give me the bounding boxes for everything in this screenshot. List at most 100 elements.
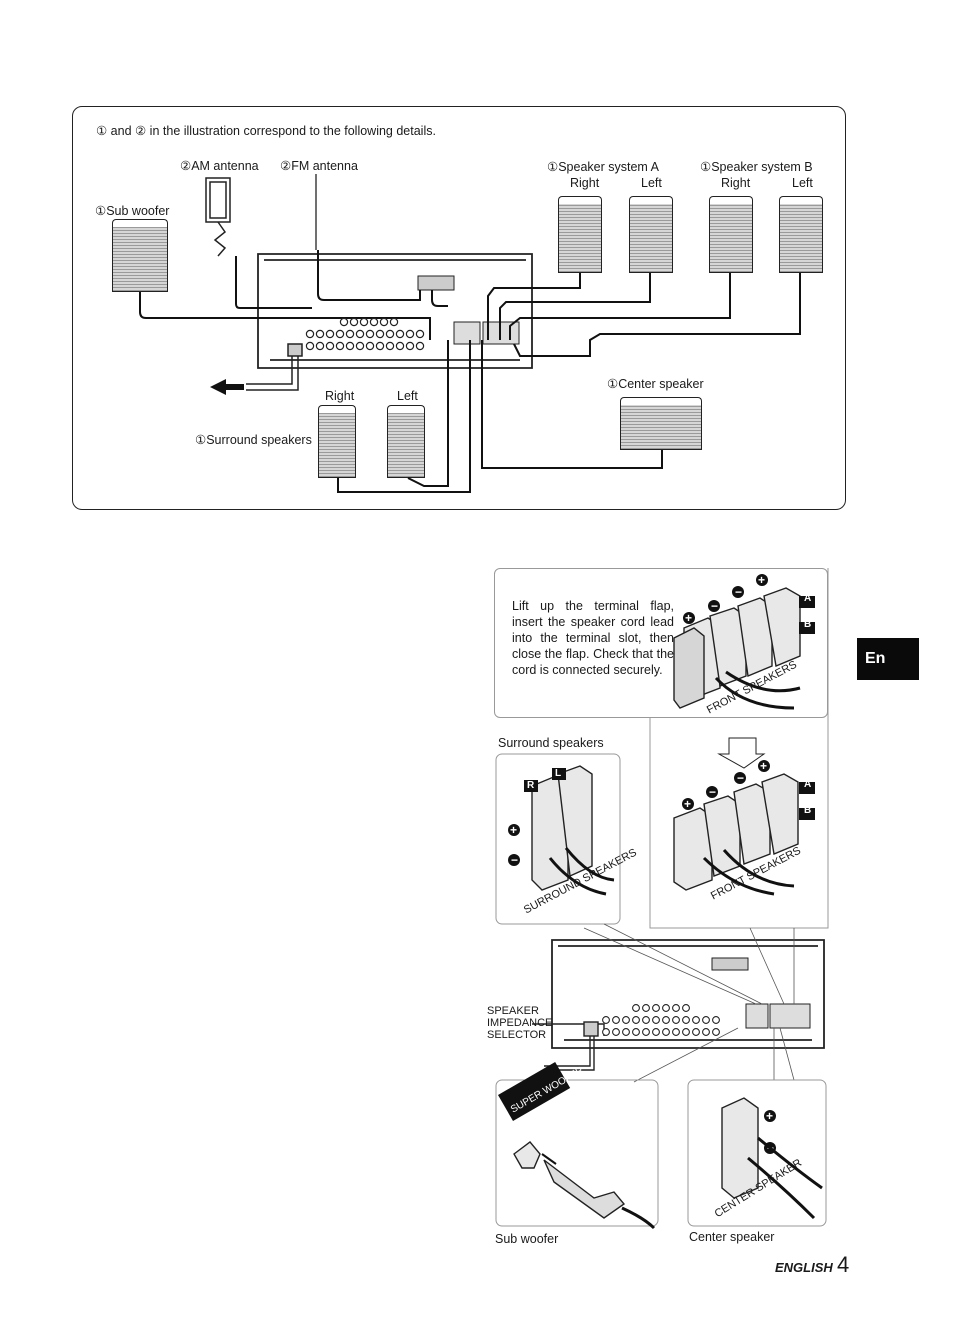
input-jack xyxy=(385,341,395,351)
speaker-system-a-label: ①Speaker system A xyxy=(547,160,659,174)
impedance-label: IMPEDANCE xyxy=(487,1017,553,1029)
input-jack xyxy=(325,329,335,339)
input-jack xyxy=(632,1004,640,1012)
svg-text:+: + xyxy=(685,611,692,625)
terminal-a-tag-after: A xyxy=(804,779,812,790)
input-jack xyxy=(379,317,389,327)
terminal-instruction-text: Lift up the terminal flap, insert the sp… xyxy=(512,599,674,677)
input-jack xyxy=(672,1004,680,1012)
input-jack xyxy=(702,1028,710,1036)
svg-text:+: + xyxy=(760,759,767,773)
input-jack xyxy=(712,1028,720,1036)
input-jack xyxy=(339,317,349,327)
sub-woofer-speaker xyxy=(112,219,168,292)
svg-text:+: + xyxy=(684,797,691,811)
input-jack xyxy=(315,341,325,351)
input-jack xyxy=(702,1016,710,1024)
bottom-wiring-diagram: + − − + + − − + + − xyxy=(495,568,829,1230)
terminal-l-tag: L xyxy=(555,768,562,779)
input-jack xyxy=(682,1016,690,1024)
input-jack xyxy=(642,1028,650,1036)
input-jack xyxy=(395,329,405,339)
am-antenna-icon xyxy=(205,177,231,257)
input-jack xyxy=(335,329,345,339)
input-jack xyxy=(405,341,415,351)
terminal-b-tag-after: B xyxy=(804,805,812,816)
svg-text:−: − xyxy=(737,771,744,785)
surround-speakers-caption: Surround speakers xyxy=(498,736,604,750)
center-speaker-caption: Center speaker xyxy=(689,1230,775,1244)
input-jack xyxy=(325,341,335,351)
center-speaker-label: ①Center speaker xyxy=(607,377,704,391)
svg-text:+: + xyxy=(510,823,517,837)
top-wiring-diagram xyxy=(139,174,801,493)
input-jack xyxy=(365,341,375,351)
speaker-b-right xyxy=(709,196,753,273)
input-jack xyxy=(692,1016,700,1024)
sub-woofer-label: ①Sub woofer xyxy=(95,204,170,218)
input-jack xyxy=(642,1016,650,1024)
input-jack xyxy=(612,1016,620,1024)
fm-antenna-label: ②FM antenna xyxy=(280,159,358,173)
input-jack xyxy=(359,317,369,327)
svg-text:−: − xyxy=(735,585,742,599)
terminal-r-tag: R xyxy=(527,780,535,791)
input-jack xyxy=(682,1028,690,1036)
input-jack xyxy=(662,1016,670,1024)
input-jack xyxy=(642,1004,650,1012)
speaker-system-b-label: ①Speaker system B xyxy=(700,160,813,174)
terminal-b-tag: B xyxy=(804,619,812,630)
input-jack xyxy=(389,317,399,327)
input-jack xyxy=(652,1016,660,1024)
connection-diagram-frame xyxy=(72,106,846,510)
input-jack xyxy=(662,1004,670,1012)
input-jack xyxy=(712,1016,720,1024)
input-jack xyxy=(395,341,405,351)
input-jack xyxy=(662,1028,670,1036)
input-jack xyxy=(349,317,359,327)
speaker-a-right xyxy=(558,196,602,273)
surround-speakers-label: ①Surround speakers xyxy=(195,433,312,447)
input-jack xyxy=(415,329,425,339)
footer-language: ENGLISH xyxy=(775,1260,833,1275)
selector-label: SELECTOR xyxy=(487,1029,547,1041)
svg-text:+: + xyxy=(758,573,765,587)
input-jack xyxy=(385,329,395,339)
surround-speaker-left xyxy=(387,405,425,478)
svg-text:−: − xyxy=(709,785,716,799)
input-jack xyxy=(602,1016,610,1024)
terminal-a-tag: A xyxy=(804,593,812,604)
input-jack xyxy=(355,341,365,351)
input-jack xyxy=(612,1028,620,1036)
input-jack xyxy=(682,1004,690,1012)
input-jack xyxy=(692,1028,700,1036)
svg-text:−: − xyxy=(711,599,718,613)
input-jack xyxy=(375,341,385,351)
speaker-a-right-label: Right xyxy=(570,176,600,190)
input-jack xyxy=(632,1016,640,1024)
speaker-b-left xyxy=(779,196,823,273)
input-jack xyxy=(602,1028,610,1036)
input-jack xyxy=(405,329,415,339)
speaker-a-left xyxy=(629,196,673,273)
input-jack xyxy=(305,329,315,339)
input-jack xyxy=(315,329,325,339)
input-jack xyxy=(355,329,365,339)
input-jack xyxy=(375,329,385,339)
center-speaker xyxy=(620,397,702,450)
svg-text:−: − xyxy=(511,853,518,867)
input-jack xyxy=(672,1016,680,1024)
input-jack xyxy=(622,1016,630,1024)
input-jack xyxy=(622,1028,630,1036)
surround-speaker-right xyxy=(318,405,356,478)
input-jack xyxy=(652,1004,660,1012)
svg-text:+: + xyxy=(766,1109,773,1123)
input-jack xyxy=(369,317,379,327)
input-jack xyxy=(415,341,425,351)
surround-left-label: Left xyxy=(397,389,418,403)
speaker-label: SPEAKER xyxy=(487,1005,539,1017)
input-jack xyxy=(335,341,345,351)
input-jack xyxy=(345,341,355,351)
am-antenna-label: ②AM antenna xyxy=(180,159,259,173)
input-jack xyxy=(652,1028,660,1036)
